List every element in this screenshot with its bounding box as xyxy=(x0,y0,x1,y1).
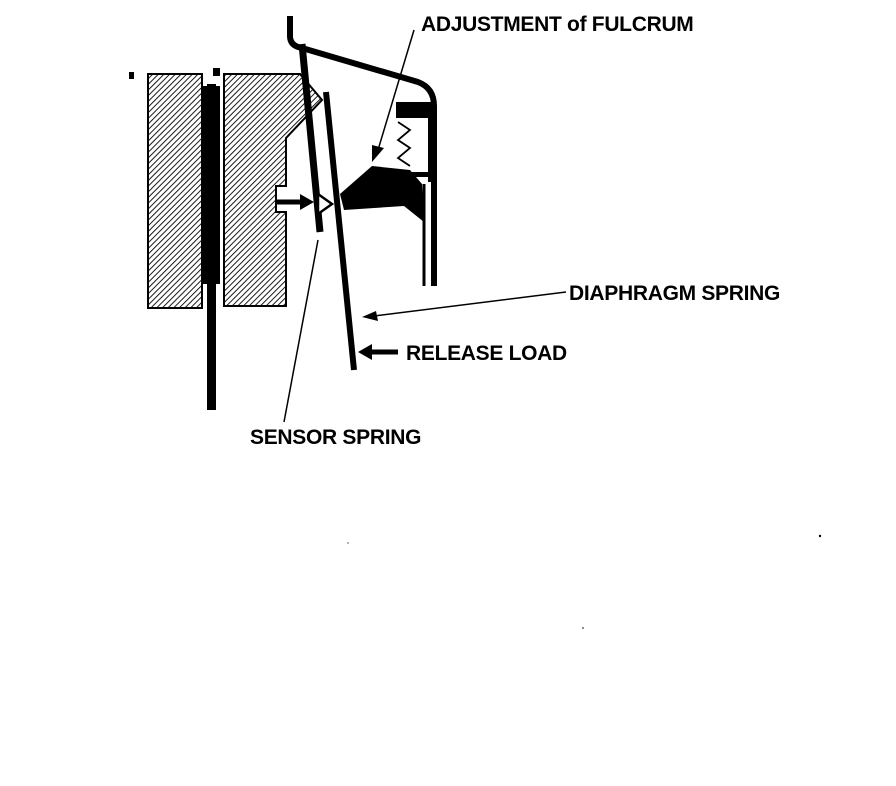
diaphragm-leader xyxy=(373,291,567,317)
fulcrum-arrowhead xyxy=(372,145,384,162)
spring-housing xyxy=(396,102,430,118)
label-sensor-spring: SENSOR SPRING xyxy=(250,426,421,449)
scan-speck xyxy=(347,542,349,544)
label-release-load: RELEASE LOAD xyxy=(406,342,567,365)
scan-speck xyxy=(582,627,584,629)
adjuster-spring xyxy=(396,121,412,167)
diaphragm-spring xyxy=(323,91,357,371)
label-adjustment-of-fulcrum: ADJUSTMENT of FULCRUM xyxy=(421,13,694,36)
label-diaphragm-spring: DIAPHRAGM SPRING xyxy=(569,282,780,305)
fulcrum-leader xyxy=(377,29,415,151)
plate-push-arrow-head xyxy=(300,194,314,210)
top-mark xyxy=(213,68,220,76)
sensor-leader xyxy=(283,239,319,423)
disc-hub xyxy=(207,84,216,410)
clutch-cover xyxy=(287,16,437,286)
pressure-plate xyxy=(223,73,324,307)
scan-speck xyxy=(818,534,822,538)
spring-housing-wall xyxy=(428,102,434,182)
fulcrum-wedge xyxy=(340,166,424,222)
pivot-triangle xyxy=(316,191,335,217)
diaphragm-arrowhead xyxy=(362,311,378,321)
flywheel xyxy=(147,73,203,309)
left-tick xyxy=(129,72,134,79)
release-load-arrowhead xyxy=(358,344,372,360)
